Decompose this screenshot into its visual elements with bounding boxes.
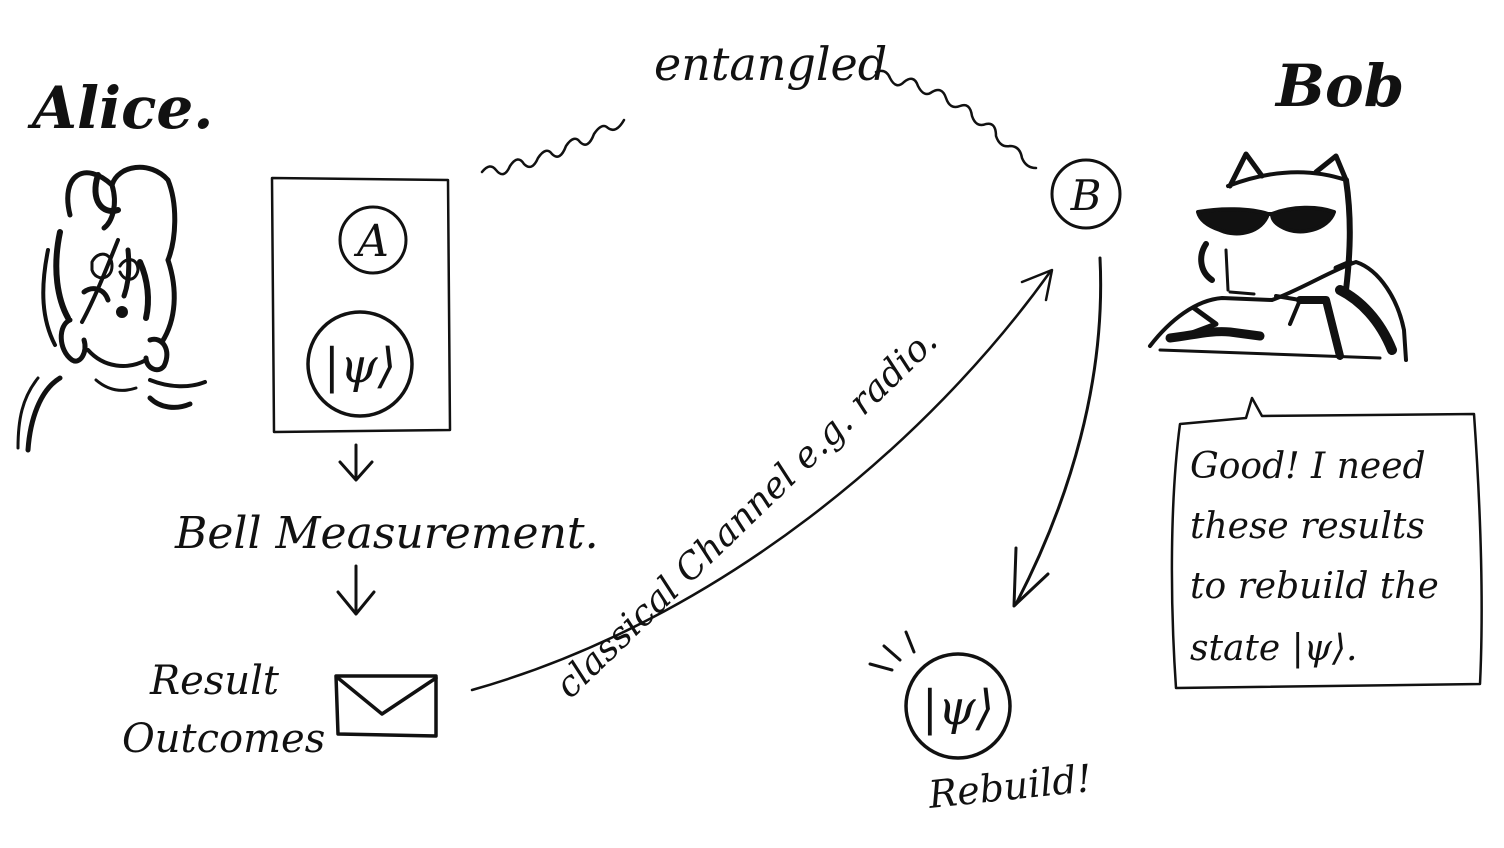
down-arrow-icon	[338, 443, 374, 482]
rebuilt-state-label: |ψ⟩	[922, 680, 995, 736]
result-outcomes-label-line1: Result	[149, 658, 280, 704]
speech-bubble-line: state |ψ⟩.	[1190, 628, 1357, 669]
speech-bubble-line: Good! I need	[1190, 446, 1426, 487]
rebuilt-state-circle: |ψ⟩	[904, 652, 1012, 760]
bob-figure	[1148, 151, 1408, 362]
entangled-label: entangled	[654, 37, 887, 91]
bell-measurement-label: Bell Measurement.	[174, 508, 599, 559]
sparkle-icon	[868, 630, 916, 672]
qubit-a-label: A	[353, 216, 389, 267]
envelope-icon	[334, 674, 438, 738]
entanglement-wave	[480, 69, 1038, 176]
bob-label: Bob	[1274, 52, 1404, 120]
qubit-a-circle: A	[338, 205, 408, 275]
rebuild-label: Rebuild!	[925, 756, 1094, 817]
alice-label: Alice.	[27, 74, 213, 142]
speech-bubble-line: these results	[1190, 506, 1425, 547]
result-outcomes-label-line2: Outcomes	[122, 716, 325, 762]
state-psi-label: |ψ⟩	[324, 338, 397, 394]
alice-figure	[16, 164, 207, 453]
classical-channel-arrow	[470, 268, 1054, 692]
qubit-b-label: B	[1070, 171, 1102, 220]
alice-register-box	[270, 176, 452, 434]
speech-bubble-line: to rebuild the	[1190, 566, 1439, 607]
qubit-b-circle: B	[1050, 158, 1122, 230]
state-psi-circle: |ψ⟩	[306, 310, 414, 418]
speech-bubble	[1170, 396, 1483, 690]
down-arrow-icon	[336, 564, 376, 616]
rebuild-arrow	[1012, 256, 1103, 608]
